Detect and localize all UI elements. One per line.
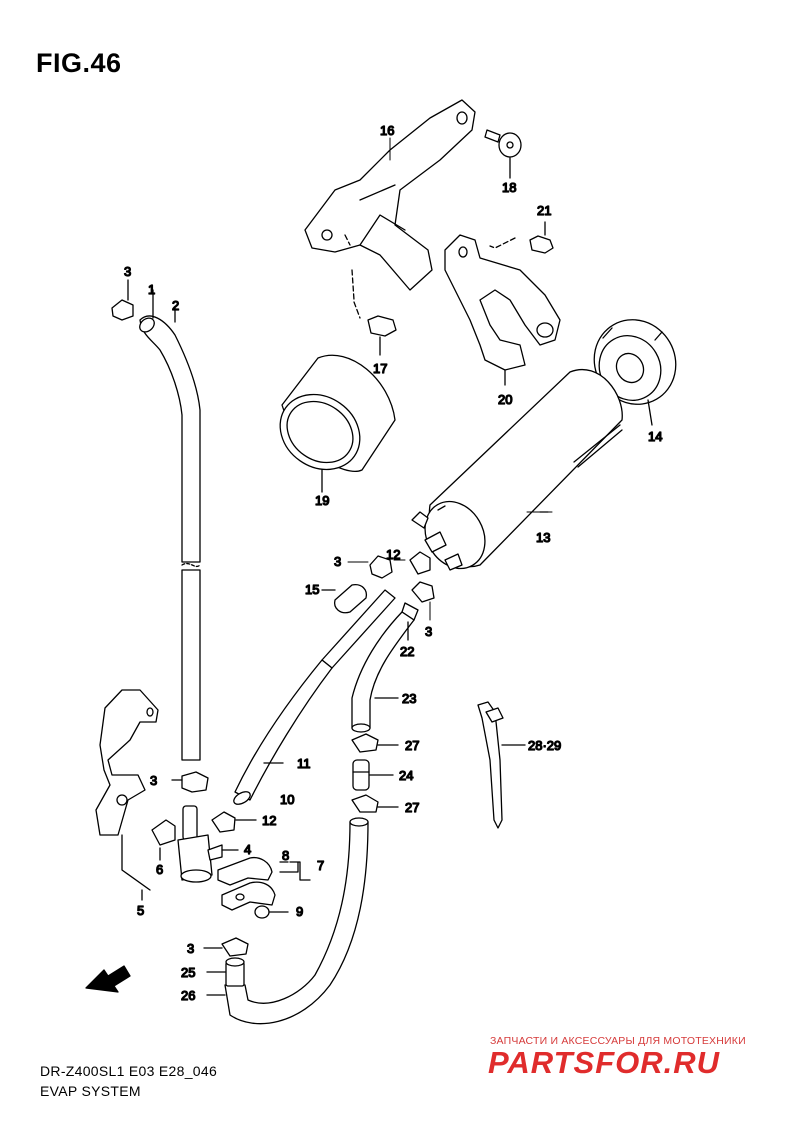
- hose-22-23: [351, 602, 419, 733]
- canister-cover-19: [279, 354, 396, 493]
- evap-canister-13: [411, 369, 623, 571]
- callout-5: 5: [137, 903, 144, 918]
- clamp-12-upper: [409, 551, 431, 575]
- clamp-3-lower: [171, 771, 209, 793]
- callout-25: 25: [181, 965, 195, 980]
- clip-6: [151, 819, 176, 861]
- clamp-12-lower: [211, 811, 257, 833]
- callout-10: 10: [280, 792, 294, 807]
- bracket-20: [444, 234, 561, 386]
- valve-4: [177, 805, 239, 883]
- callout-9: 9: [296, 904, 303, 919]
- callout-28-29: 28·29: [528, 738, 561, 753]
- callout-3-lower: 3: [150, 773, 157, 788]
- watermark-logo: PARTSFOR.RU: [488, 1045, 721, 1080]
- clamp-27-upper: [351, 733, 399, 753]
- bolt-21: [489, 221, 554, 254]
- canister-cap-14: [593, 319, 677, 426]
- bracket-5: [95, 689, 159, 901]
- model-code: DR-Z400SL1 E03 E28_046: [40, 1063, 218, 1079]
- callout-4: 4: [244, 842, 251, 857]
- callout-13: 13: [536, 530, 550, 545]
- callout-12-lower: 12: [262, 813, 276, 828]
- bracket-8: [217, 856, 311, 911]
- callout-19: 19: [315, 493, 329, 508]
- callout-11: 11: [297, 756, 311, 771]
- callout-15: 15: [305, 582, 319, 597]
- clamp-3-upper: [369, 555, 393, 579]
- hose-2: [139, 289, 201, 761]
- screw-9: [254, 905, 289, 919]
- cable-tie-28-29: [477, 701, 526, 829]
- joint-24: [352, 759, 394, 791]
- callout-27-lower: 27: [405, 800, 419, 815]
- callout-27-upper: 27: [405, 738, 419, 753]
- callout-3-top: 3: [124, 264, 131, 279]
- callout-12-upper: 12: [386, 547, 400, 562]
- figure-title: FIG.46: [36, 48, 122, 78]
- callout-3-bottom: 3: [187, 941, 194, 956]
- callout-20: 20: [498, 392, 512, 407]
- callout-3-right: 3: [425, 624, 432, 639]
- bolt-17: [367, 315, 397, 356]
- bolt-18: [484, 129, 522, 179]
- hose-26: [206, 817, 369, 1025]
- plug-15: [321, 584, 368, 614]
- clamp-3-right: [411, 581, 435, 603]
- callout-23: 23: [402, 691, 416, 706]
- callout-3-canister: 3: [334, 554, 341, 569]
- callout-24: 24: [399, 768, 413, 783]
- clamp-3-bottom: [203, 937, 249, 957]
- leader-lines: [175, 137, 553, 781]
- callout-1: 1: [148, 282, 155, 297]
- section-name: EVAP SYSTEM: [40, 1083, 141, 1099]
- clamp-3-top: [111, 279, 134, 321]
- callout-6: 6: [156, 862, 163, 877]
- callout-16: 16: [380, 123, 394, 138]
- fwd-arrow-icon: FWD: [85, 965, 131, 993]
- callout-8: 8: [282, 848, 289, 863]
- callout-17: 17: [373, 361, 387, 376]
- watermark-tagline: ЗАПЧАСТИ И АКСЕССУАРЫ ДЛЯ МОТОТЕХНИКИ: [490, 1035, 746, 1047]
- callout-7: 7: [317, 858, 324, 873]
- callout-22: 22: [400, 644, 414, 659]
- callout-26: 26: [181, 988, 195, 1003]
- callout-2: 2: [172, 298, 179, 313]
- callout-21: 21: [537, 203, 551, 218]
- callout-18: 18: [502, 180, 516, 195]
- hose-11: [233, 589, 396, 805]
- clamp-27-lower: [351, 794, 399, 813]
- callout-14: 14: [648, 429, 662, 444]
